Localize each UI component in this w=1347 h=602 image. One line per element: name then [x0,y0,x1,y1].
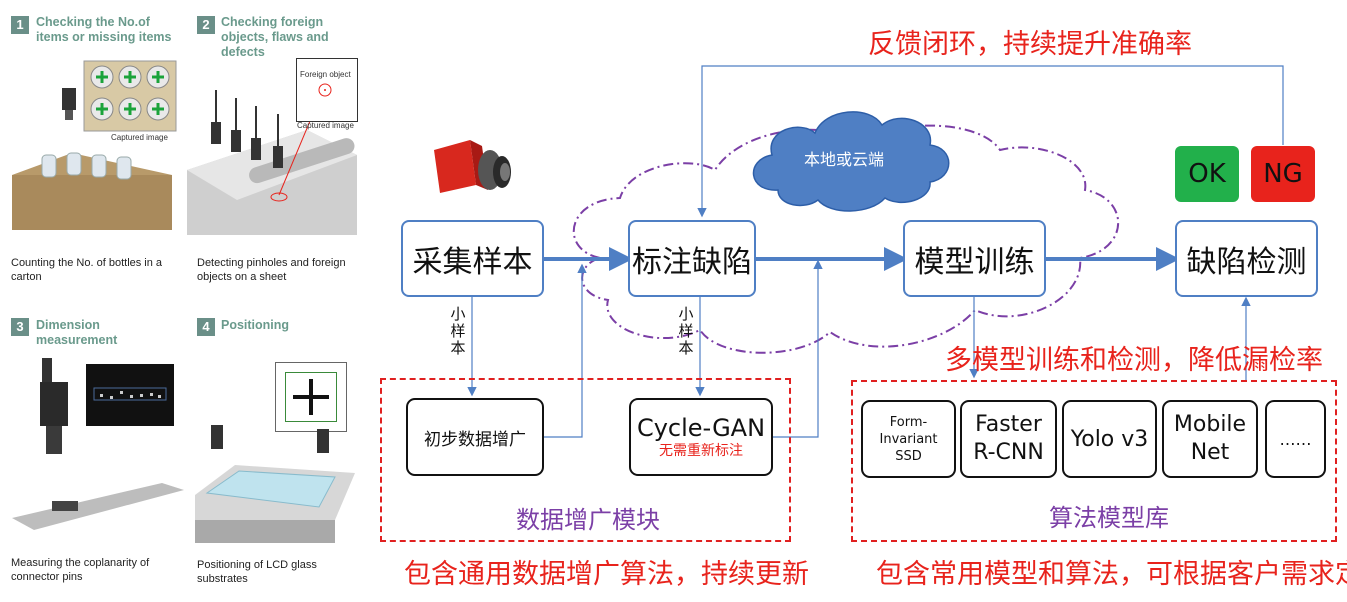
panel-2-caption: Detecting pinholes and foreign objects o… [197,257,346,283]
panel-2-title: Checking foreign objects, flaws and defe… [221,15,329,59]
ok-badge: OK [1175,146,1239,202]
small-sample-label-2: 小样本 [678,305,694,357]
model-library-caption: 包含常用模型和算法，可根据客户需求定制 [876,559,1347,590]
model-more-box: …… [1265,400,1326,478]
aug-basic-box: 初步数据增广 [406,398,544,476]
augmentation-caption: 包含通用数据增广算法，持续更新 [404,559,809,590]
model-ssd-line1: Form- [889,414,928,430]
panel-3-caption: Measuring the coplanarity of connector p… [11,557,150,583]
lcd-glass-illustration [195,425,355,543]
cyclegan-note: 无需重新标注 [659,443,743,459]
model-mobilenet-box: Mobile Net [1162,400,1258,478]
panel-3-number: 3 [11,318,29,336]
panel-3-title: Dimension measurement [36,318,118,347]
model-mobilenet-line2: Net [1190,440,1230,465]
model-ssd-line2: Invariant [879,431,938,447]
model-mobilenet-line1: Mobile [1173,412,1247,437]
step-collect-samples: 采集样本 [401,220,544,297]
connector-pins-illustration [12,358,184,530]
foreign-object-inset [296,58,358,122]
small-sample-label-1: 小样本 [450,305,466,357]
multi-model-label: 多模型训练和检测，降低漏检率 [945,345,1323,376]
model-yolo-box: Yolo v3 [1062,400,1157,478]
augmentation-module-frame [380,378,791,542]
aug-basic-label: 初步数据增广 [424,429,526,450]
cyclegan-label: Cycle-GAN [636,414,766,442]
step-defect-detection: 缺陷检测 [1175,220,1318,297]
aug-cyclegan-box: Cycle-GAN 无需重新标注 [629,398,773,476]
model-more-label: …… [1279,429,1312,449]
arrow-aug1-return [544,263,587,438]
panel-4-caption: Positioning of LCD glass substrates [197,559,317,585]
model-faster-rcnn-box: Faster R-CNN [960,400,1057,478]
panel-1-title: Checking the No.of items or missing item… [36,15,172,44]
model-yolo-label: Yolo v3 [1070,426,1149,452]
model-library-frame [851,380,1337,542]
cloud-label: 本地或云端 [804,150,885,169]
model-ssd-box: Form- Invariant SSD [861,400,956,478]
panel-4-number: 4 [197,318,215,336]
model-ssd-line3: SSD [895,448,922,464]
bottle-carton-illustration [12,60,177,230]
panel-2-inset-caption: Captured image [297,121,354,130]
panel-2-number: 2 [197,16,215,34]
step-model-training: 模型训练 [903,220,1046,297]
camera-icon [434,140,511,193]
model-frcnn-line1: Faster [975,412,1042,437]
sheet-inspection-illustration [187,89,357,235]
model-frcnn-line2: R-CNN [973,440,1044,465]
augmentation-module-label: 数据增广模块 [516,506,660,534]
model-library-label: 算法模型库 [1049,504,1169,532]
dashdot-cloud-outline [572,124,1120,354]
local-or-cloud-shape [752,111,950,212]
panel-1-inset-caption: Captured image [111,133,168,142]
positioning-inset [275,362,347,432]
feedback-loop-line [697,65,1284,218]
feedback-loop-label: 反馈闭环，持续提升准确率 [868,29,1192,60]
ng-badge: NG [1251,146,1315,202]
panel-1-number: 1 [11,16,29,34]
panel-4-title: Positioning [221,318,290,332]
panel-2-inset-title: Foreign object [300,70,351,79]
arrow-aug2-return [758,259,823,438]
step-annotate-defects: 标注缺陷 [628,220,756,297]
panel-1-caption: Counting the No. of bottles in a carton [11,257,163,283]
